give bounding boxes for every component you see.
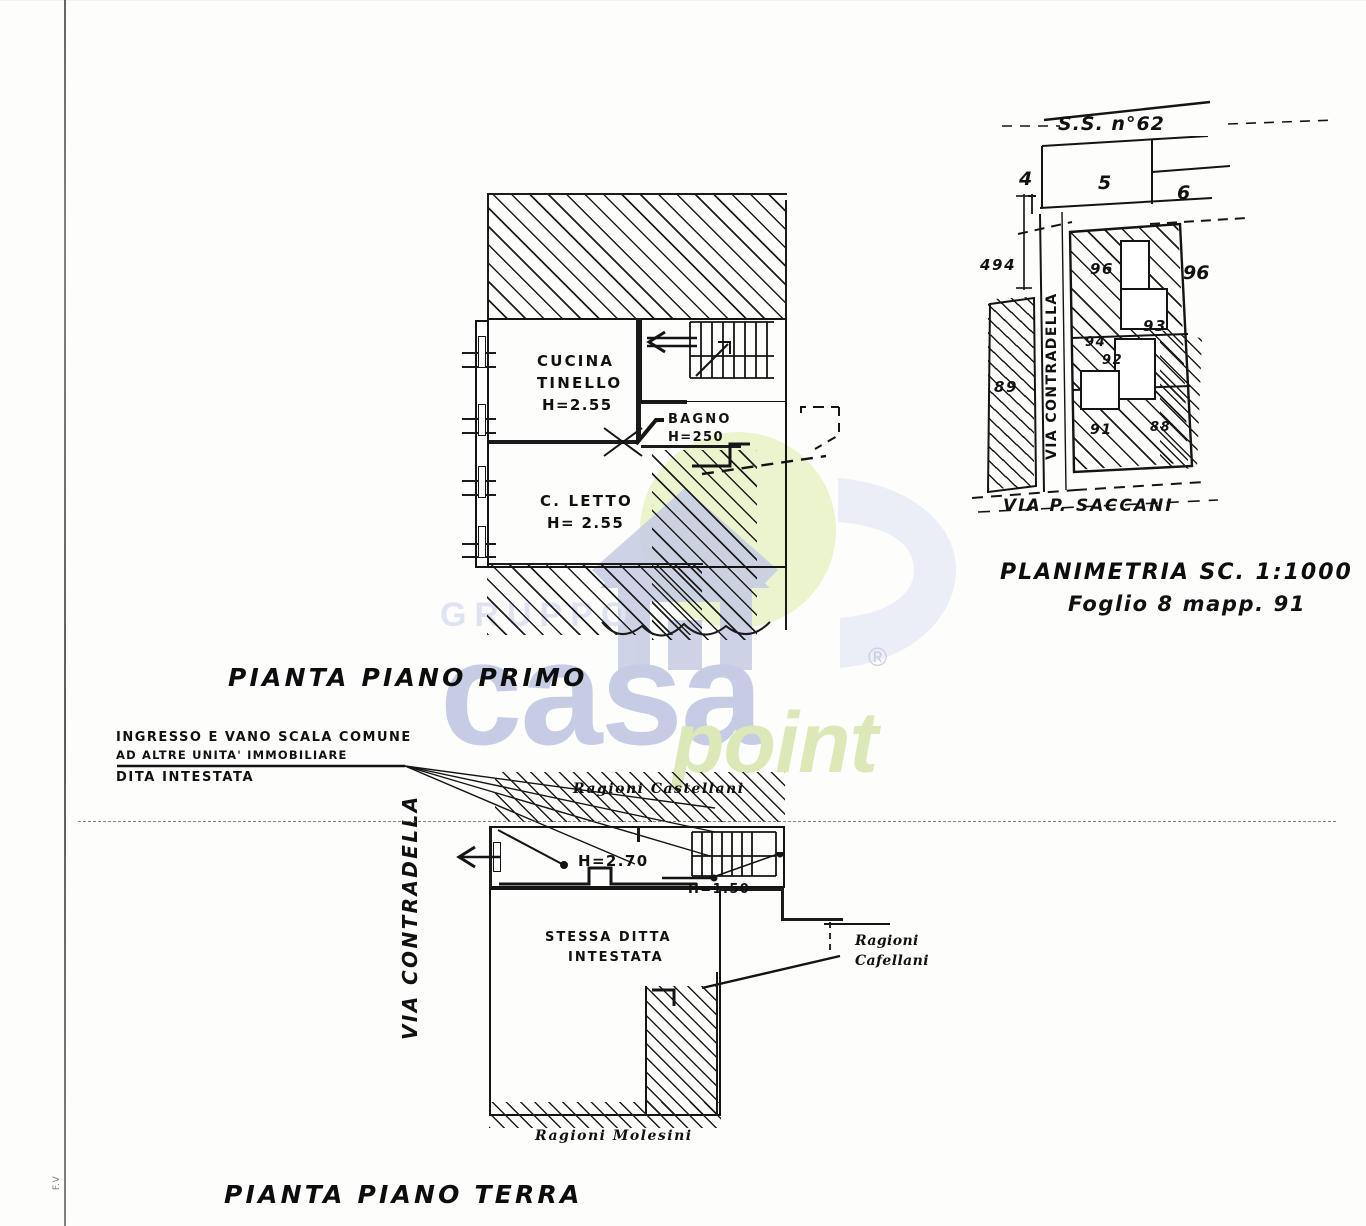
entrance-inner-wall [499,866,697,886]
neighbour-label-bottom: Ragioni Molesini [535,1128,693,1144]
dimension-tick-494 [1016,194,1032,290]
neighbour-right-line-1: Ragioni [855,933,919,949]
subparcel-white-2 [1120,288,1168,330]
height-leader-270 [497,829,568,869]
window-opening-4 [478,526,486,558]
ground-step-wall-1 [719,888,783,891]
neighbour-hatch-bottom [489,1102,721,1128]
street-label-ss62: S.S. n°62 [1058,113,1165,135]
partition-bagno-top [641,400,687,404]
scan-edge [0,0,1366,1]
planimetria-caption-line-2: Foglio 8 mapp. 91 [1068,592,1307,616]
parcel-label-4: 4 [1019,168,1033,190]
parcel-label-89: 89 [994,378,1019,396]
ground-height-270: H=2.70 [578,852,649,870]
dashed-line-lower-right [701,454,827,476]
parcel-label-494: 494 [980,256,1017,274]
parcel-label-5: 5 [1098,172,1112,194]
same-owner-line-2: INTESTATA [568,950,664,965]
stair-direction-arrow [646,330,697,354]
neighbour-label-top: Ragioni Castellani [573,781,745,797]
entrance-notch-wall [637,826,640,842]
ss62-top-line [1043,100,1211,122]
ground-height-150: H=1.50 [688,882,751,897]
property-right-wedge-hatch [1160,330,1202,470]
ground-step-wall-2 [781,888,784,920]
room-height-cletto: H= 2.55 [547,514,625,532]
lower-block-hatch [645,986,717,1114]
staircase-treads [689,321,774,379]
ground-floor-title: PIANTA PIANO TERRA [224,1180,583,1209]
parcel-label-94: 94 [1085,335,1107,350]
neighbour-right-line-2: Cafellani [855,953,929,969]
note-line-2: AD ALTRE UNITA' IMMOBILIARE [116,748,348,762]
note-line-3: DITA INTESTATA [116,770,255,785]
window-opening-3 [478,466,486,498]
planimetria-caption-line-1: PLANIMETRIA SC. 1:1000 [1000,560,1353,585]
ss62-dashed-line [1002,119,1337,127]
ground-step-wall-3 [781,918,843,921]
parcel-label-92: 92 [1102,353,1124,368]
street-label-saccani: VIA P. SACCANI [1003,496,1174,516]
note-line-1: INGRESSO E VANO SCALA COMUNE [116,730,412,745]
room-height-cucina: H=2.55 [542,396,613,414]
parcel-frame-456 [1028,136,1231,214]
entrance-arrow-icon [456,845,501,869]
hatch-edge-top [487,193,787,195]
lower-hatch-top-edge [487,563,703,565]
parcel-label-93: 93 [1143,317,1168,335]
parcel-label-96-outer: 96 [1183,262,1210,284]
dashed-projection-right [800,406,840,450]
partition-bagno-bottom [641,445,741,448]
watermark-leaf-shape [838,478,956,668]
street-label-contradella-ground: VIA CONTRADELLA [398,794,422,1040]
window-opening-1 [478,336,486,368]
lower-block-edge-left [645,986,647,1114]
neighbour-hatch-top [495,772,785,822]
scan-artifact-line [64,0,66,1226]
partition-angled [634,418,664,446]
exterior-wall-left [475,320,489,568]
parcel-label-6: 6 [1177,182,1191,204]
room-label-cucina: CUCINA [537,352,615,370]
room-label-cletto: C. LETTO [540,492,633,510]
same-owner-line-1: STESSA DITTA [545,930,672,945]
room-height-bagno: H=250 [668,430,724,445]
lower-block-arrow [652,988,676,1006]
stair-landing-outline [641,318,787,402]
wall-hatch-upper [487,193,787,318]
parcel-label-91: 91 [1090,422,1113,438]
parcel-label-96-inner: 96 [1090,260,1115,278]
room-label-tinello: TINELLO [537,374,623,392]
section-cut-line [78,821,1336,822]
parcel-label-88: 88 [1150,420,1172,435]
subparcel-white-3 [1114,338,1156,400]
via-contradella-strip [1039,211,1067,493]
corner-scan-mark: F.V [52,1175,63,1191]
first-floor-title: PIANTA PIANO PRIMO [228,663,588,692]
parcel-89-outline [986,296,1038,494]
room-label-bagno: BAGNO [668,412,732,427]
height-leader-150 [662,852,784,882]
lower-block-edge-right [716,972,718,1116]
right-boundary-marker [824,922,890,952]
ground-staircase [691,831,777,877]
saccani-dashed-boundary [971,481,1219,513]
bagno-connector [692,442,750,468]
boundary-dashed-upper [1017,217,1247,235]
watermark-registered-mark: ® [868,642,888,672]
street-label-contradella-planimetria: VIA CONTRADELLA [1044,292,1060,460]
torn-edge-detail [601,621,771,637]
wall-hatch-right-column [652,450,757,640]
subparcel-white-4 [1080,370,1120,410]
partition-vertical-stair [636,318,641,440]
door-swing-kitchen [603,427,643,457]
partition-kitchen-bedroom [489,440,639,444]
window-opening-2 [478,404,486,436]
hatch-edge-left [487,193,489,319]
lower-block-roofline [701,954,841,990]
